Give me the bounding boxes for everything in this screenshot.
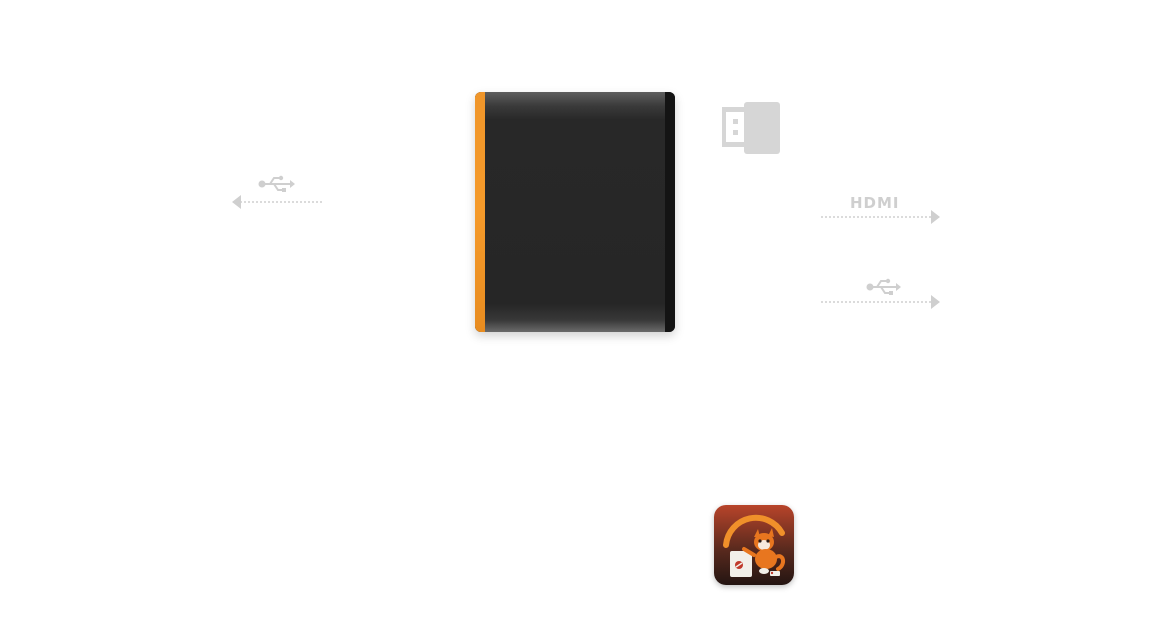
hdmi-output-connection: HDMI xyxy=(818,194,944,228)
usb-icon xyxy=(821,278,940,309)
app-icon[interactable] xyxy=(714,505,794,585)
usb-stick-icon xyxy=(722,102,780,154)
hdmi-label: HDMI xyxy=(850,194,900,212)
device-body xyxy=(475,92,675,332)
device-accent-stripe xyxy=(475,92,485,332)
capture-device xyxy=(475,92,675,332)
usb-input-connection xyxy=(228,172,328,214)
hdmi-icon xyxy=(821,210,940,224)
usb-output-connection xyxy=(818,276,944,312)
usb-icon xyxy=(232,175,323,209)
device-right-edge xyxy=(665,92,675,332)
